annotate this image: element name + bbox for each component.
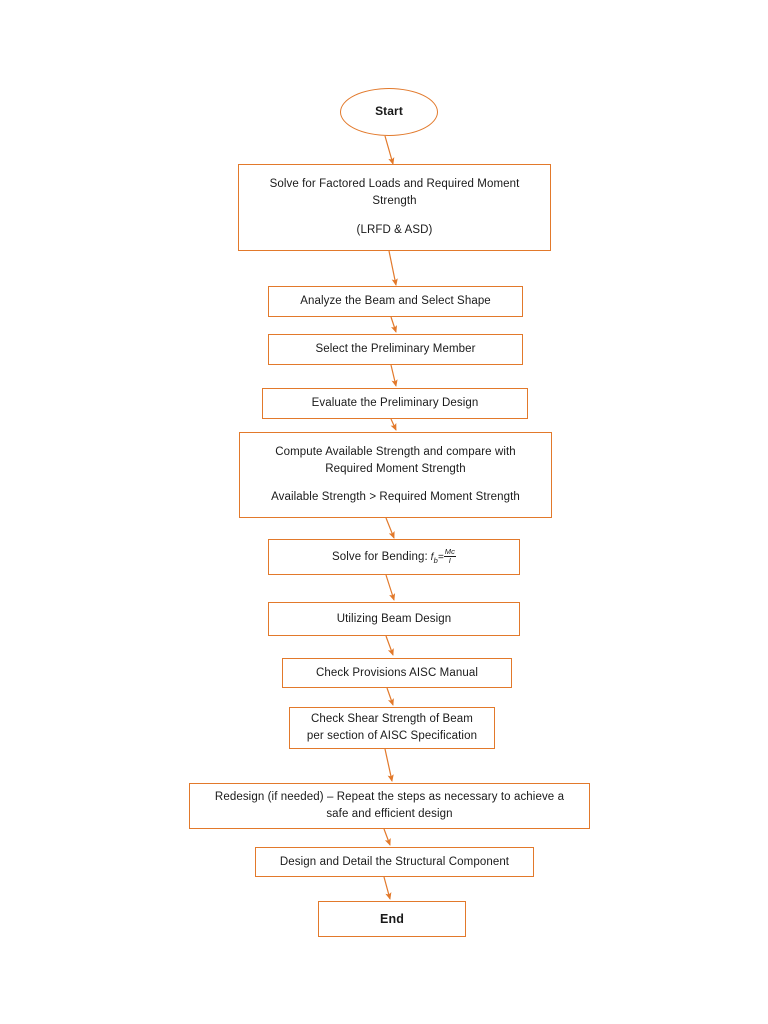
node-compute-strength-line3: Available Strength > Required Moment Str… [271, 491, 520, 504]
node-select-member[interactable]: Select the Preliminary Member [268, 334, 523, 365]
node-compute-strength[interactable]: Compute Available Strength and compare w… [239, 432, 552, 518]
node-factored-loads[interactable]: Solve for Factored Loads and Required Mo… [238, 164, 551, 251]
node-redesign[interactable]: Redesign (if needed) – Repeat the steps … [189, 783, 590, 829]
node-start[interactable]: Start [340, 88, 438, 136]
node-end-label: End [380, 911, 404, 926]
node-design-detail-label: Design and Detail the Structural Compone… [279, 855, 510, 868]
node-select-member-label: Select the Preliminary Member [315, 343, 476, 356]
node-check-provisions-label: Check Provisions AISC Manual [316, 666, 478, 679]
node-factored-loads-line3: (LRFD & ASD) [356, 223, 433, 236]
node-redesign-line2: safe and efficient design [326, 808, 453, 820]
node-analyze-beam[interactable]: Analyze the Beam and Select Shape [268, 286, 523, 317]
node-check-shear-line1: Check Shear Strength of Beam [311, 713, 473, 726]
node-redesign-line1: Redesign (if needed) – Repeat the steps … [214, 791, 565, 804]
node-utilizing-beam-design-label: Utilizing Beam Design [336, 612, 452, 625]
node-check-shear[interactable]: Check Shear Strength of Beam per section… [289, 707, 495, 749]
node-analyze-beam-label: Analyze the Beam and Select Shape [300, 295, 491, 308]
node-compute-strength-line1: Compute Available Strength and compare w… [275, 445, 516, 458]
node-utilizing-beam-design[interactable]: Utilizing Beam Design [268, 602, 520, 636]
node-factored-loads-line1: Solve for Factored Loads and Required Mo… [269, 178, 520, 191]
node-compute-strength-line2: Required Moment Strength [325, 462, 466, 475]
node-evaluate-design-label: Evaluate the Preliminary Design [311, 397, 479, 410]
node-design-detail[interactable]: Design and Detail the Structural Compone… [255, 847, 534, 877]
node-evaluate-design[interactable]: Evaluate the Preliminary Design [262, 388, 528, 419]
node-end[interactable]: End [318, 901, 466, 937]
node-check-shear-line2: per section of AISC Specification [306, 730, 478, 742]
node-start-label: Start [375, 104, 403, 119]
node-factored-loads-line2: Strength [372, 195, 417, 208]
node-check-provisions[interactable]: Check Provisions AISC Manual [282, 658, 512, 688]
